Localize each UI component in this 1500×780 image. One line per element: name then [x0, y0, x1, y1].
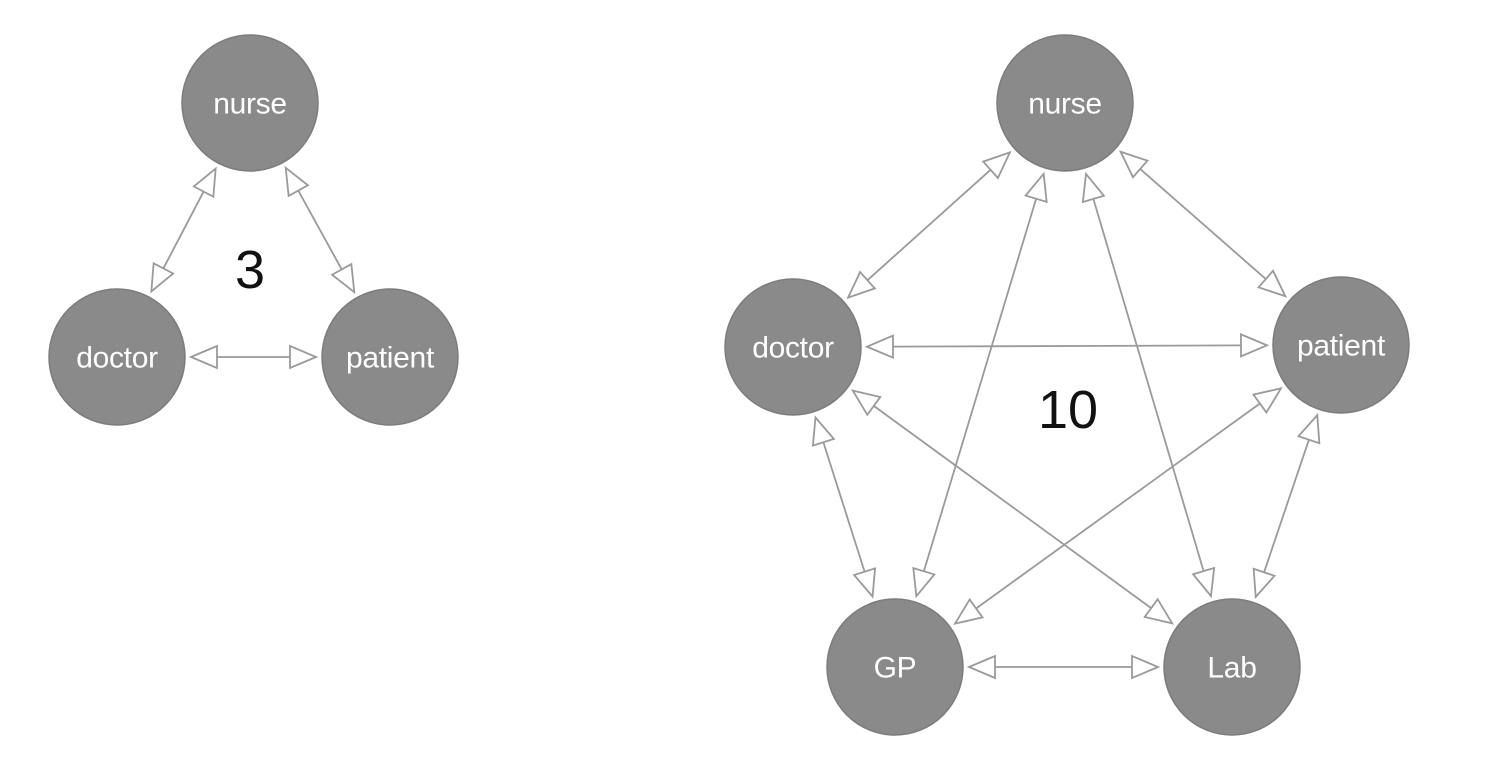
edge-patient-GP — [953, 386, 1283, 626]
edge-line — [1092, 198, 1205, 572]
arrow-head-icon — [1296, 412, 1321, 445]
arrow-head-icon — [811, 415, 836, 447]
arrow-head-icon — [150, 261, 175, 294]
node-circle[interactable] — [48, 288, 186, 426]
edges-layer — [150, 150, 1321, 680]
edge-line — [822, 442, 866, 572]
arrow-head-icon — [1256, 269, 1288, 298]
node-label: patient — [1297, 330, 1386, 363]
node-doctor[interactable]: doctor — [724, 278, 862, 416]
arrow-head-icon — [852, 567, 877, 599]
labels-layer: 3 10 — [235, 240, 1098, 440]
arrow-head-icon — [284, 165, 310, 198]
arrow-head-icon — [330, 262, 356, 295]
arrow-head-icon — [912, 566, 936, 599]
edge-line — [866, 169, 992, 281]
arrow-head-icon — [1252, 567, 1277, 600]
edge-nurse-GP — [912, 171, 1048, 599]
node-doctor[interactable]: doctor — [48, 288, 186, 426]
edge-line — [922, 198, 1038, 572]
arrow-head-icon — [850, 389, 882, 417]
node-circle[interactable] — [996, 34, 1134, 172]
node-circle[interactable] — [181, 34, 319, 172]
node-circle[interactable] — [826, 598, 964, 736]
arrow-head-icon — [1251, 386, 1283, 415]
edge-line — [1263, 439, 1310, 573]
edge-line — [297, 190, 343, 270]
arrow-head-icon — [1143, 597, 1175, 625]
arrow-head-icon — [846, 270, 877, 300]
edge-nurse-Lab — [1081, 171, 1216, 599]
node-circle[interactable] — [724, 278, 862, 416]
edge-line — [1139, 168, 1267, 280]
edge-line — [975, 402, 1261, 610]
edge-line — [873, 405, 1152, 609]
arrow-head-icon — [1131, 654, 1161, 680]
node-circle[interactable] — [1163, 598, 1301, 736]
edge-nurse-doctor — [846, 150, 1012, 300]
arrow-head-icon — [1191, 566, 1216, 599]
arrow-head-icon — [966, 654, 996, 680]
node-label: GP — [874, 652, 917, 685]
node-label: nurse — [213, 88, 287, 121]
arrow-head-icon — [1024, 171, 1048, 204]
edge-count-label: 3 — [235, 240, 265, 300]
edge-doctor-patient — [864, 333, 1270, 359]
arrow-head-icon — [981, 150, 1012, 180]
node-label: patient — [346, 342, 435, 375]
arrow-head-icon — [289, 344, 319, 370]
edge-doctor-GP — [811, 415, 877, 599]
arrow-head-icon — [864, 334, 894, 359]
edge-nurse-patient — [1118, 150, 1288, 298]
node-Lab[interactable]: Lab — [1163, 598, 1301, 736]
arrow-head-icon — [1240, 333, 1270, 358]
node-nurse[interactable]: nurse — [996, 34, 1134, 172]
node-circle[interactable] — [321, 288, 459, 426]
edge-line — [162, 191, 205, 269]
edge-doctor-Lab — [850, 389, 1175, 625]
node-label: Lab — [1207, 652, 1256, 685]
edge-line — [892, 344, 1242, 348]
node-label: doctor — [76, 342, 158, 375]
edge-doctor-patient — [188, 344, 319, 370]
edge-GP-Lab — [966, 654, 1161, 680]
node-label: doctor — [752, 332, 834, 365]
arrow-head-icon — [953, 597, 985, 626]
arrow-head-icon — [192, 166, 217, 199]
node-patient[interactable]: patient — [321, 288, 459, 426]
edge-nurse-patient — [284, 165, 356, 295]
edge-nurse-doctor — [150, 166, 217, 294]
node-GP[interactable]: GP — [826, 598, 964, 736]
arrow-head-icon — [1118, 150, 1150, 179]
node-nurse[interactable]: nurse — [181, 34, 319, 172]
node-patient[interactable]: patient — [1272, 276, 1410, 414]
edge-count-label: 10 — [1038, 380, 1098, 440]
arrow-head-icon — [1081, 171, 1106, 204]
edge-patient-Lab — [1252, 412, 1321, 600]
node-label: nurse — [1028, 88, 1102, 121]
node-circle[interactable] — [1272, 276, 1410, 414]
arrow-head-icon — [188, 344, 218, 370]
